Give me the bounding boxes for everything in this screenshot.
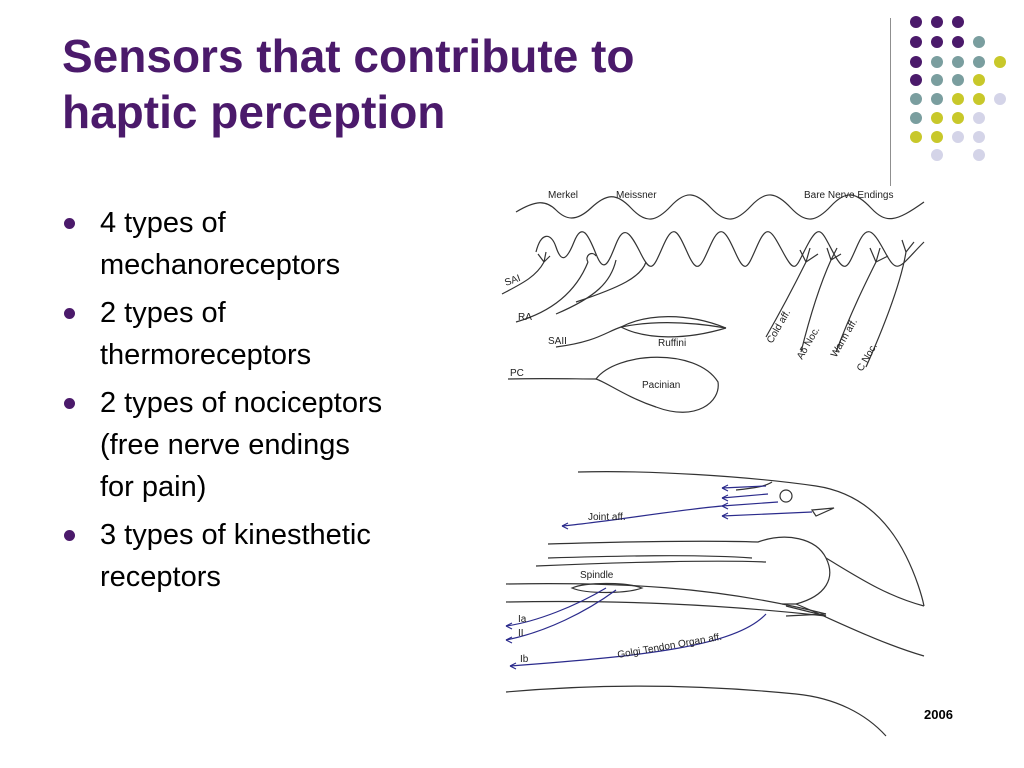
label-ii: II: [518, 628, 524, 639]
bullet-item: 3 types of kinesthetic receptors: [62, 514, 482, 598]
bullet-line: for pain): [100, 471, 207, 503]
bullet-dot-icon: [64, 308, 75, 319]
bullet-item: 2 types of thermoreceptors: [62, 292, 482, 376]
footer-year: 2006: [924, 707, 953, 722]
label-spindle: Spindle: [580, 570, 614, 581]
label-adelta-noc: Aδ Noc.: [795, 325, 822, 361]
bullet-line: 2 types of: [100, 297, 226, 329]
bullet-line: 3 types of kinesthetic: [100, 519, 371, 551]
bullet-line: thermoreceptors: [100, 339, 312, 371]
bullet-item: 4 types of mechanoreceptors: [62, 202, 482, 286]
skin-receptors-figure: Merkel Meissner Bare Nerve Endings SAI R…: [501, 190, 925, 413]
bullet-list: 4 types of mechanoreceptors 2 types of t…: [62, 202, 482, 604]
label-ra: RA: [518, 312, 532, 323]
bullet-item: 2 types of nociceptors (free nerve endin…: [62, 382, 482, 508]
bullet-line: receptors: [100, 561, 221, 593]
label-pc: PC: [510, 368, 524, 379]
bullet-line: 2 types of nociceptors: [100, 387, 383, 419]
label-saii: SAII: [548, 336, 567, 347]
label-merkel: Merkel: [548, 190, 578, 201]
label-ib: Ib: [520, 654, 529, 665]
label-bare-nerve-endings: Bare Nerve Endings: [804, 190, 894, 201]
label-golgi-tendon-organ-aff: Golgi Tendon Organ aff.: [617, 632, 723, 661]
label-sai: SAI: [503, 273, 522, 289]
label-pacinian: Pacinian: [642, 380, 680, 391]
decorative-dot-grid: [910, 16, 1006, 161]
label-warm-aff: Warm aff.: [829, 317, 860, 360]
bullet-line: 4 types of: [100, 207, 226, 239]
slide-title: Sensors that contribute to haptic percep…: [62, 28, 852, 140]
title-line-2: haptic perception: [62, 86, 446, 138]
label-c-noc: C Noc.: [855, 342, 880, 374]
title-line-1: Sensors that contribute to: [62, 30, 635, 82]
bullet-line: mechanoreceptors: [100, 249, 341, 281]
bullet-dot-icon: [64, 530, 75, 541]
label-joint-aff: Joint aff.: [588, 512, 626, 523]
divider-line: [890, 18, 891, 186]
bullet-line: (free nerve endings: [100, 429, 350, 461]
label-ia: Ia: [518, 614, 527, 625]
bullet-dot-icon: [64, 398, 75, 409]
label-ruffini: Ruffini: [658, 338, 686, 349]
bullet-dot-icon: [64, 218, 75, 229]
label-meissner: Meissner: [616, 190, 657, 201]
joint-receptors-figure: Joint aff. Spindle Ia II Ib Golgi Tendon…: [505, 471, 925, 737]
